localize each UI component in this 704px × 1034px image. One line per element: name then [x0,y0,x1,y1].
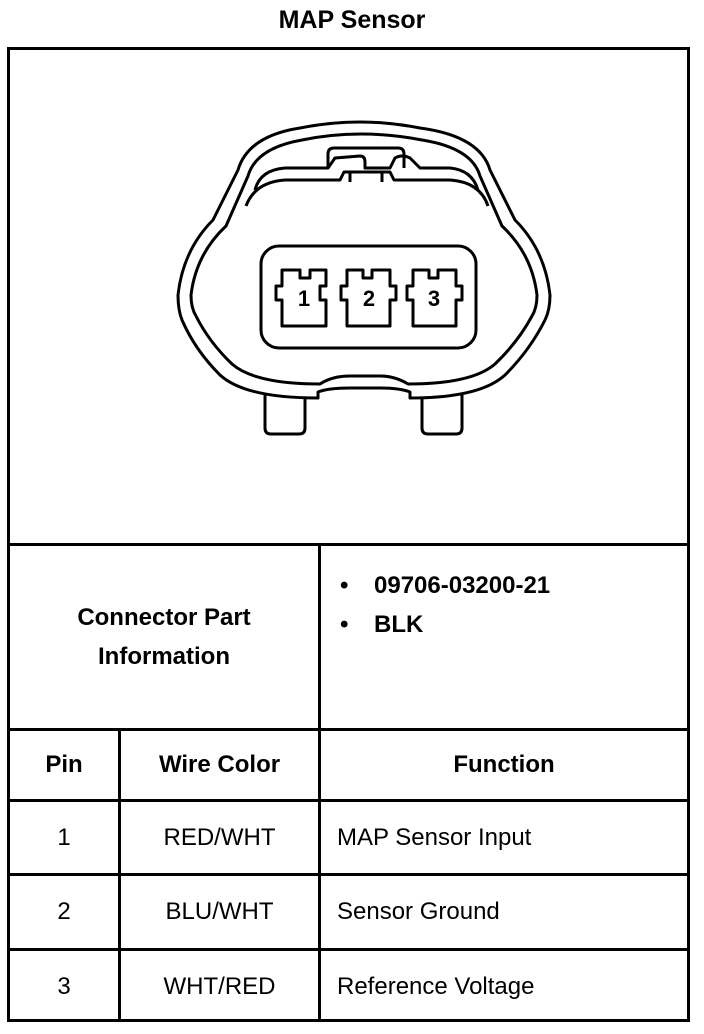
page-title: MAP Sensor [278,6,426,34]
connector-housing-inner [189,132,539,386]
header-wire-color: Wire Color [158,751,281,778]
table-cell-wire-color: RED/WHT [163,823,276,851]
connector-latch [253,154,480,191]
bullet: • [340,610,349,638]
divider [10,728,687,731]
connector-color: BLK [374,610,424,638]
part-info-label-line2: Information [98,643,230,670]
part-info-list: • 09706-03200-21 • BLK [322,566,682,644]
list-item: • 09706-03200-21 [322,566,682,605]
list-item: • BLK [322,605,682,644]
divider [118,728,121,1022]
table-cell-pin: 3 [57,972,71,1000]
divider [10,543,687,546]
pin-3-label: 3 [428,286,440,311]
part-number: 09706-03200-21 [374,571,551,599]
pin-3-cavity [405,268,464,328]
connector-table: 1 2 3 Connector Part Information • 09706… [7,47,690,1022]
connector-tab-left [263,395,307,436]
header-pin: Pin [45,751,83,778]
header-function: Function [453,751,555,778]
pin-2-label: 2 [363,286,375,311]
connector-drawing: 1 2 3 [176,120,552,436]
pin-1-label: 1 [298,286,310,311]
divider [10,873,687,876]
table-cell-function: MAP Sensor Input [337,823,532,851]
divider [10,948,687,951]
pin-2-cavity [339,268,398,328]
divider [318,543,321,1022]
table-cell-pin: 2 [57,898,71,925]
table-cell-function: Reference Voltage [337,972,535,1000]
table-cell-wire-color: WHT/RED [163,972,276,1000]
connector-face-view: 1 2 3 [10,50,687,543]
table-cell-function: Sensor Ground [337,898,500,925]
pin-1-cavity [274,268,328,328]
part-info-label-line1: Connector Part [77,604,251,631]
bullet: • [340,571,349,599]
divider [10,799,687,802]
part-info-label: Connector Part Information [10,546,318,728]
connector-tab-right [420,395,464,436]
table-cell-pin: 1 [57,823,71,851]
table-cell-wire-color: BLU/WHT [165,898,274,925]
